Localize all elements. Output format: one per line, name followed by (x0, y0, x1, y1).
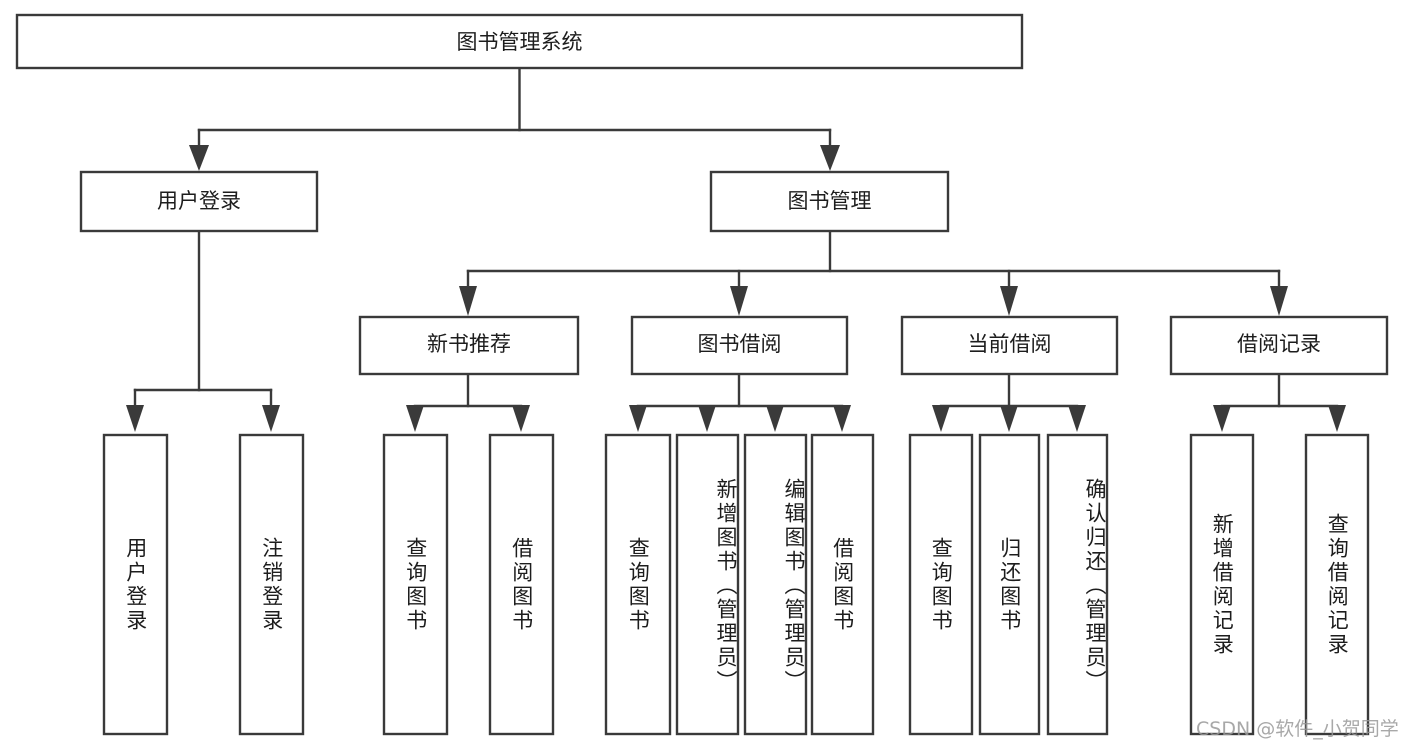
node-borrow-record[interactable]: 借阅记录 (1169, 315, 1389, 376)
connectors-current-to-leaves (932, 372, 1086, 432)
leaf-rect-current-confirm[interactable] (1046, 433, 1109, 736)
arrow-icon-book-borrow (730, 286, 748, 316)
arrow-icon-book-mgmt (820, 145, 840, 171)
connectors-root-to-level2 (189, 66, 840, 171)
arrow-icon-newbook-leaf-1 (406, 405, 424, 432)
node-user-login-rect[interactable] (79, 170, 319, 233)
leaf-rect-logout[interactable] (238, 433, 305, 736)
node-current-borrow[interactable]: 当前借阅 (900, 315, 1119, 376)
arrow-icon-current-leaf-3 (1068, 405, 1086, 432)
node-borrow-record-label: 借阅记录 (1237, 332, 1321, 356)
csdn-watermark: CSDN @软件_小贺同学 (1196, 718, 1399, 740)
connectors-bookmgmt-to-level3 (459, 229, 1288, 316)
node-root-label: 图书管理系统 (457, 30, 583, 54)
arrow-icon-leaf-logout (262, 405, 280, 432)
leaf-rect-current-return[interactable] (978, 433, 1041, 736)
leaf-rect-record-query[interactable] (1304, 433, 1370, 736)
leaf-rect-borrow-lend[interactable] (810, 433, 875, 736)
connectors-userlogin-to-leaves (126, 229, 280, 432)
node-new-book-recommend[interactable]: 新书推荐 (358, 315, 580, 376)
node-new-book-recommend-label: 新书推荐 (427, 332, 511, 356)
arrow-icon-current-borrow (1000, 286, 1018, 316)
leaf-rect-borrow-edit[interactable] (743, 433, 808, 736)
arrow-icon-record-leaf-1 (1213, 405, 1231, 432)
node-book-borrow[interactable]: 图书借阅 (630, 315, 849, 376)
connectors-borrow-to-leaves (629, 372, 851, 432)
leaf-rect-user-login[interactable] (102, 433, 169, 736)
connectors-record-to-leaves (1213, 372, 1346, 432)
leaf-rect-current-query[interactable] (908, 433, 974, 736)
node-root-rect[interactable] (15, 13, 1024, 70)
arrow-icon-new-book-rec (459, 286, 477, 316)
leaf-rect-newbook-query[interactable] (382, 433, 449, 736)
node-user-login-label: 用户登录 (157, 189, 241, 213)
arrow-icon-newbook-leaf-2 (512, 405, 530, 432)
arrow-icon-borrow-leaf-3 (766, 405, 784, 432)
leaf-rect-borrow-query[interactable] (604, 433, 672, 736)
arrow-icon-borrow-leaf-4 (833, 405, 851, 432)
arrow-icon-borrow-leaf-2 (698, 405, 716, 432)
node-book-management-rect[interactable] (709, 170, 950, 233)
node-user-login[interactable]: 用户登录 (79, 170, 319, 233)
leaf-rect-borrow-add[interactable] (675, 433, 740, 736)
node-borrow-record-rect[interactable] (1169, 315, 1389, 376)
leaf-rect-record-add[interactable] (1189, 433, 1255, 736)
node-current-borrow-rect[interactable] (900, 315, 1119, 376)
arrow-icon-borrow-leaf-1 (629, 405, 647, 432)
node-current-borrow-label: 当前借阅 (968, 332, 1052, 356)
connectors-newbook-to-leaves (406, 372, 530, 432)
arrow-icon-user-login (189, 145, 209, 171)
arrow-icon-current-leaf-1 (932, 405, 950, 432)
leaf-rect-newbook-borrow[interactable] (488, 433, 555, 736)
node-book-borrow-label: 图书借阅 (698, 332, 782, 356)
node-book-management[interactable]: 图书管理 (709, 170, 950, 233)
arrow-icon-record-leaf-2 (1328, 405, 1346, 432)
node-new-book-recommend-rect[interactable] (358, 315, 580, 376)
arrow-icon-current-leaf-2 (1000, 405, 1018, 432)
arrow-icon-borrow-record (1270, 286, 1288, 316)
arrow-icon-leaf-user-login (126, 405, 144, 432)
node-book-borrow-rect[interactable] (630, 315, 849, 376)
node-book-management-label: 图书管理 (788, 189, 872, 213)
node-root[interactable]: 图书管理系统 (15, 13, 1024, 70)
